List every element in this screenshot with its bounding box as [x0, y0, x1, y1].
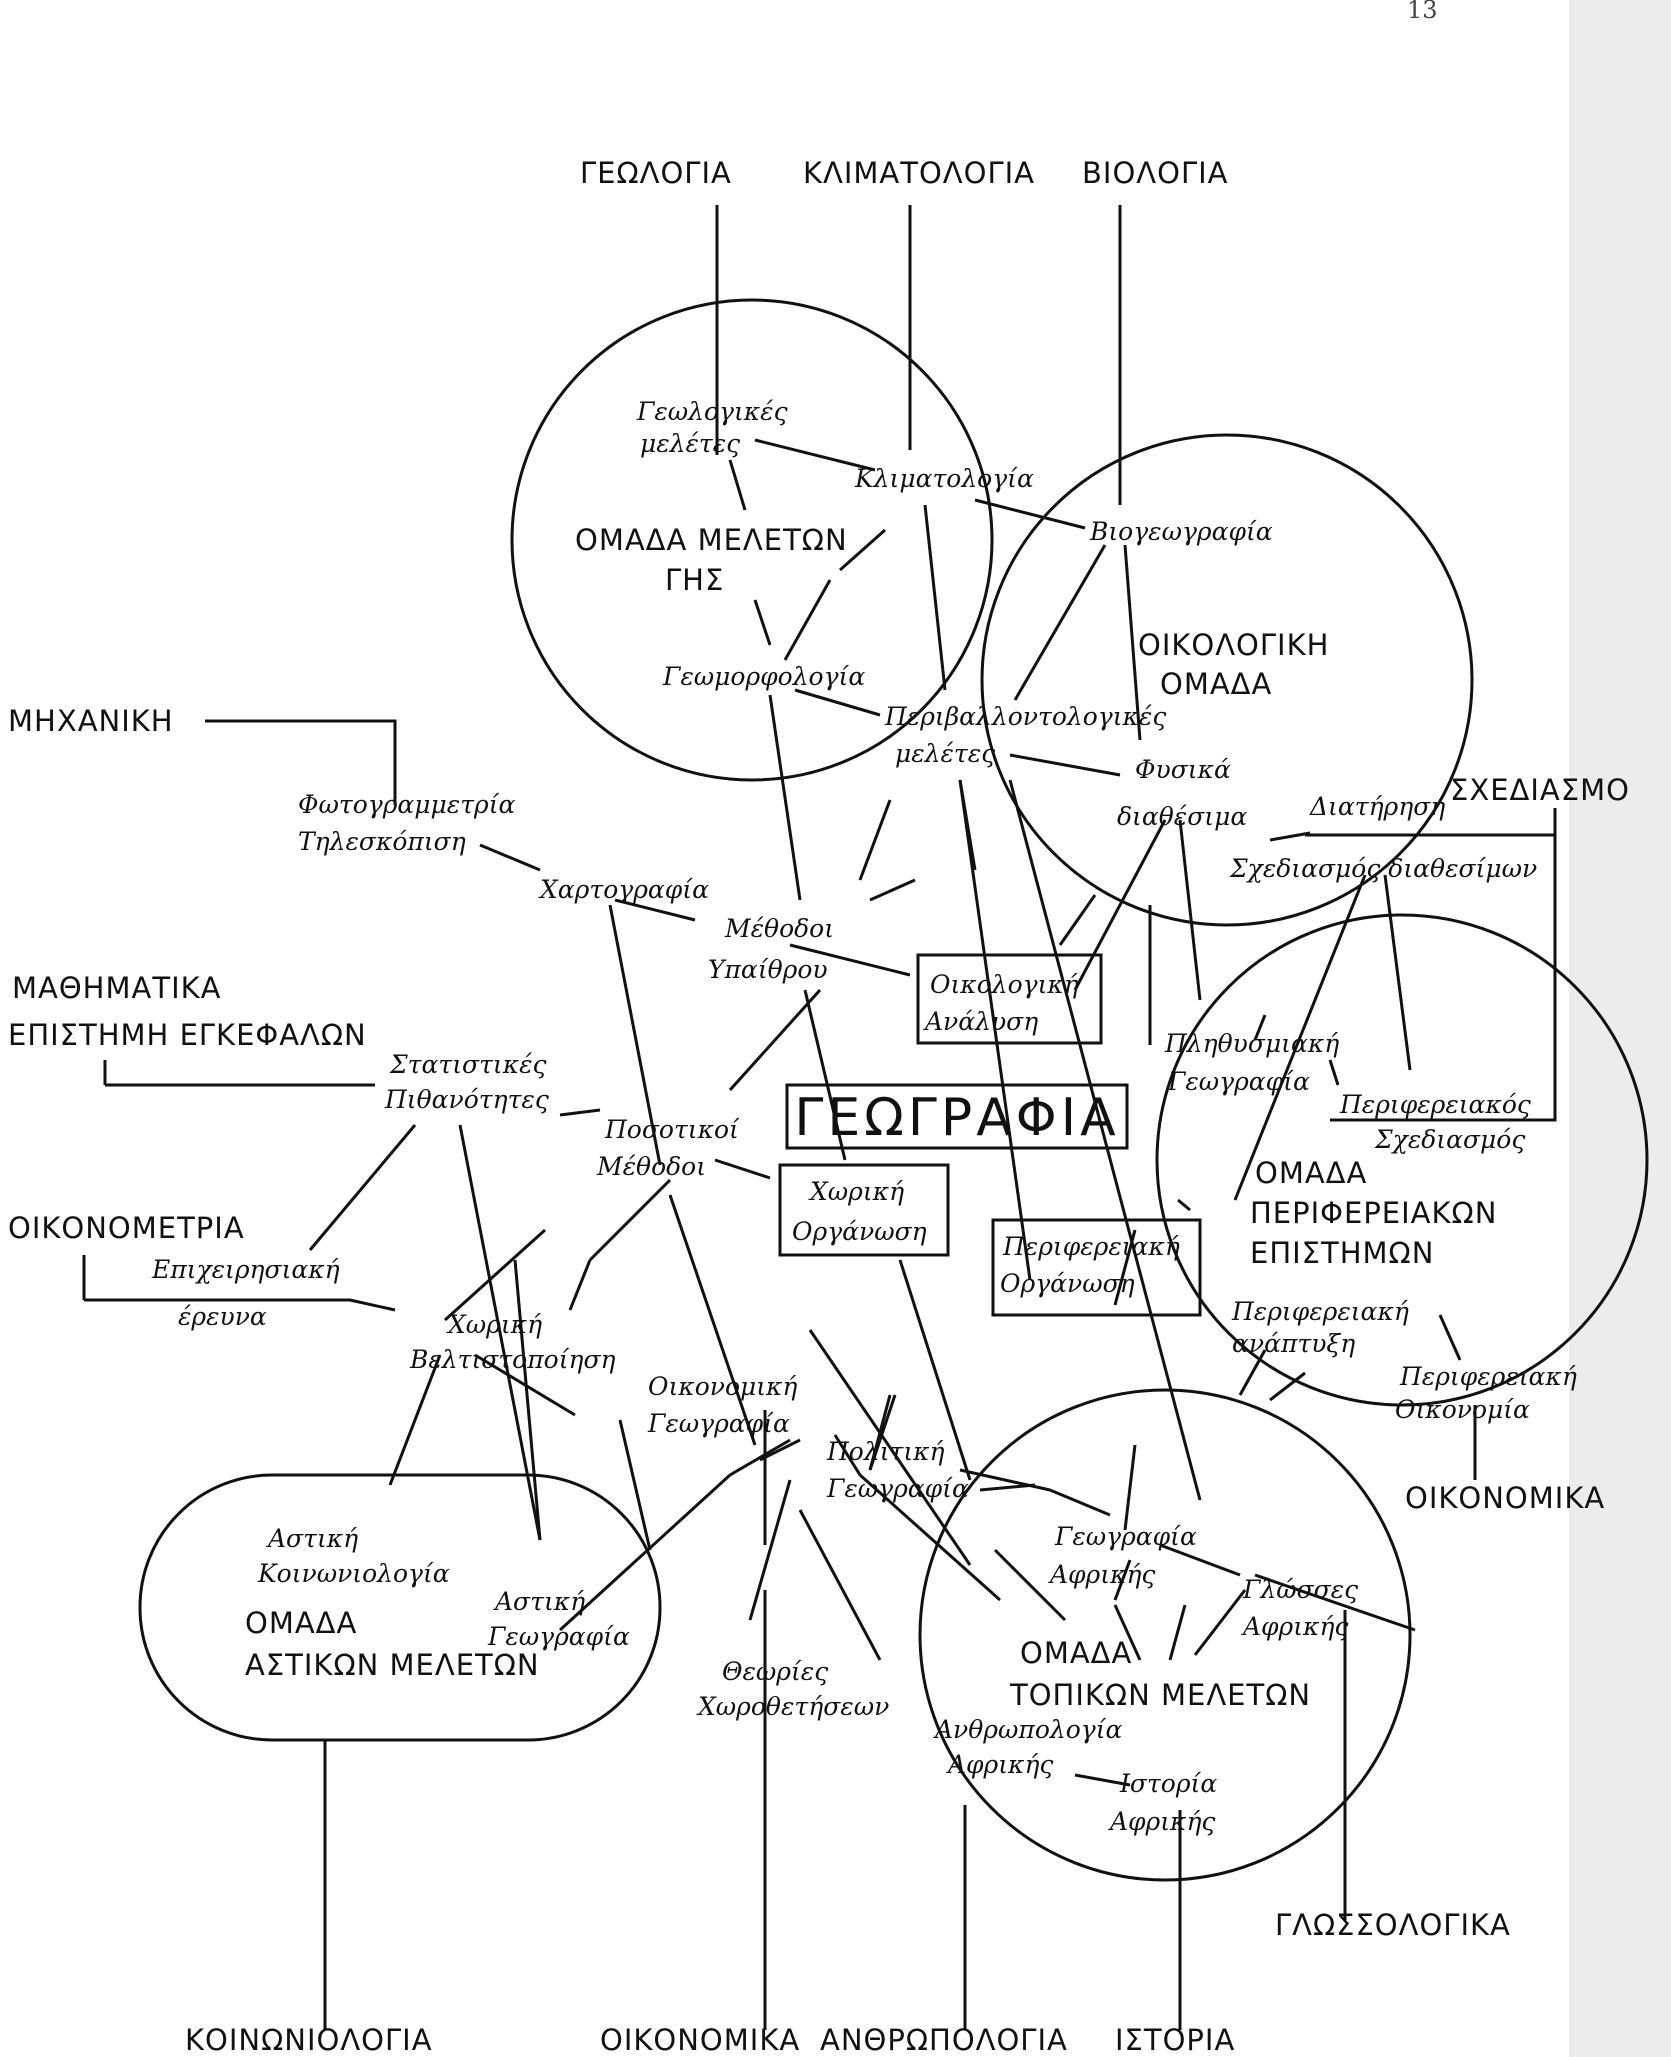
central-title: ΓΕΩΓΡΑΦΙΑ [794, 1088, 1119, 1148]
group-shapes [138, 298, 1649, 1882]
topic-regional-planning-line2: Σχεδιασμός [1374, 1125, 1525, 1154]
topic-regional-development-line1: Περιφερειακή [1231, 1297, 1409, 1326]
topic-urban-geography-line1: Αστική [493, 1587, 585, 1616]
regional-group-label-line1: ΟΜΑΔΑ [1255, 1156, 1367, 1190]
topic-cartography: Χαρτογραφία [538, 875, 709, 904]
economics-bottom-label: ΟΙΚΟΝΟΜΙΚΑ [600, 2023, 800, 2057]
topic-regional-organization-line1: Περιφερειακή [1002, 1232, 1180, 1261]
urban-group-label-line1: ΟΜΑΔΑ [245, 1606, 357, 1640]
sociology-label: ΚΟΙΝΩΝΙΟΛΟΓΙΑ [185, 2023, 433, 2057]
topic-political-geography-line1: Πολιτική [826, 1437, 945, 1466]
topic-quantitative-methods-line2: Μέθοδοι [596, 1152, 706, 1181]
topic-resource-conservation: Διατήρηση [1309, 792, 1445, 821]
ecological-group-label-line1: ΟΙΚΟΛΟΓΙΚΗ [1138, 628, 1329, 662]
topic-regional-development-line2: ανάπτυξη [1232, 1329, 1355, 1358]
topic-photogrammetry-line1: Φωτογραμμετρία [298, 790, 516, 819]
topic-population-geography-line1: Πληθυσμιακή [1164, 1029, 1339, 1058]
ecological-group-circle [980, 433, 1474, 927]
topic-biogeography: Βιογεωγραφία [1089, 517, 1273, 546]
brain-science-label: ΕΠΙΣΤΗΜΗ ΕΓΚΕΦΑΛΩΝ [8, 1018, 367, 1052]
local-group-circle [918, 1388, 1412, 1882]
topic-political-geography-line2: Γεωγραφία [826, 1474, 969, 1503]
topic-climatology: Κλιματολογία [854, 464, 1034, 493]
earth-group-circle [510, 298, 994, 782]
topic-location-theories-line2: Χωροθετήσεων [696, 1692, 889, 1721]
topic-business-research-line2: έρευνα [178, 1302, 267, 1331]
engineering-label: ΜΗΧΑΝΙΚΗ [8, 704, 174, 738]
topic-spatial-optimization-line1: Χωρική [446, 1310, 542, 1339]
topic-urban-sociology-line2: Κοινωνιολογία [257, 1559, 450, 1588]
economics-right-label: ΟΙΚΟΝΟΜΙΚΑ [1405, 1481, 1605, 1515]
topic-environmental-studies-line1: Περιβαλλοντολογικές [884, 702, 1166, 731]
topic-urban-geography-line2: Γεωγραφία [487, 1622, 630, 1651]
topic-regional-economics-line1: Περιφερειακή [1399, 1362, 1577, 1391]
regional-group-circle [1155, 913, 1649, 1407]
topic-natural-resources-line2: διαθέσιμα [1117, 802, 1247, 831]
earth-group-label-line1: ΟΜΑΔΑ ΜΕΛΕΤΩΝ [575, 523, 848, 557]
topic-africa-history-line1: Ιστορία [1119, 1769, 1217, 1798]
earth-group-label-line2: ΓΗΣ [665, 563, 724, 597]
page-number: 13 [1407, 0, 1438, 24]
spatial-organization-box [778, 1163, 950, 1257]
topic-statistics-line2: Πιθανότητες [384, 1085, 549, 1114]
discipline-labels: ΓΕΩΛΟΓΙΑ ΚΛΙΜΑΤΟΛΟΓΙΑ ΒΙΟΛΟΓΙΑ ΜΗΧΑΝΙΚΗ … [8, 156, 1630, 2057]
connection-lines [82, 205, 1557, 2030]
anthropology-label: ΑΝΘΡΩΠΟΛΟΓΙΑ [820, 2023, 1068, 2057]
topic-africa-geography-line2: Αφρικής [1048, 1560, 1155, 1589]
history-label: ΙΣΤΟΡΙΑ [1115, 2023, 1235, 2057]
topic-regional-organization-line2: Οργάνωση [1000, 1269, 1135, 1298]
linguistics-label: ΓΛΩΣΣΟΛΟΓΙΚΑ [1275, 1908, 1511, 1942]
central-title-frame [785, 1083, 1129, 1150]
topic-spatial-organization-line2: Οργάνωση [792, 1217, 927, 1246]
topic-field-methods-line2: Υπαίθρου [708, 955, 828, 984]
topic-geological-studies-line2: μελέτες [640, 429, 740, 458]
group-labels: ΟΜΑΔΑ ΜΕΛΕΤΩΝ ΓΗΣ ΟΙΚΟΛΟΓΙΚΗ ΟΜΑΔΑ ΟΜΑΔΑ… [245, 523, 1497, 1712]
topic-ecological-analysis-line2: Ανάλυση [923, 1007, 1038, 1036]
topic-geological-studies-line1: Γεωλογικές [636, 397, 788, 426]
topic-africa-languages-line1: Γλώσσες [1242, 1575, 1358, 1604]
topic-photogrammetry-line2: Τηλεσκόπιση [298, 827, 466, 856]
planning-label: ΣΧΕΔΙΑΣΜΟ [1450, 773, 1630, 807]
topic-spatial-optimization-line2: Βελτιστοποίηση [409, 1345, 616, 1374]
topic-africa-geography-line1: Γεωγραφία [1054, 1522, 1197, 1551]
topic-ecological-analysis-line1: Οικολογική [930, 970, 1079, 999]
climatology-label: ΚΛΙΜΑΤΟΛΟΓΙΑ [803, 156, 1035, 190]
topic-africa-history-line2: Αφρικής [1108, 1807, 1215, 1836]
topic-africa-anthropology-line1: Ανθρωπολογία [933, 1715, 1123, 1744]
topic-regional-economics-line2: Οικονομία [1395, 1395, 1530, 1424]
topic-labels: Γεωλογικές μελέτες Κλιματολογία Βιογεωγρ… [151, 397, 1577, 1836]
topic-regional-planning-line1: Περιφερειακός [1339, 1090, 1531, 1119]
ecological-analysis-box [916, 953, 1103, 1045]
biology-label: ΒΙΟΛΟΓΙΑ [1082, 156, 1229, 190]
topic-geomorphology: Γεωμορφολογία [662, 662, 865, 691]
local-group-label-line1: ΟΜΑΔΑ [1020, 1636, 1132, 1670]
topic-field-methods-line1: Μέθοδοι [724, 914, 834, 943]
topic-natural-resources-line1: Φυσικά [1135, 755, 1231, 784]
mathematics-label: ΜΑΘΗΜΑΤΙΚΑ [12, 971, 221, 1005]
topic-location-theories-line1: Θεωρίες [722, 1657, 828, 1686]
topic-business-research-line1: Επιχειρησιακή [151, 1255, 340, 1284]
local-group-label-line2: ΤΟΠΙΚΩΝ ΜΕΛΕΤΩΝ [1009, 1678, 1311, 1712]
urban-group-label-line2: ΑΣΤΙΚΩΝ ΜΕΛΕΤΩΝ [245, 1648, 540, 1682]
regional-organization-box [991, 1218, 1202, 1317]
topic-environmental-studies-line2: μελέτες [895, 739, 995, 768]
topic-spatial-organization-line1: Χωρική [808, 1177, 904, 1206]
topic-urban-sociology-line1: Αστική [266, 1524, 358, 1553]
topic-population-geography-line2: Γεωγραφία [1167, 1067, 1310, 1096]
topic-africa-anthropology-line2: Αφρικής [946, 1750, 1053, 1779]
urban-group-capsule [138, 1473, 662, 1742]
regional-group-label-line2: ΠΕΡΙΦΕΡΕΙΑΚΩΝ [1250, 1196, 1497, 1230]
scan-margin [1569, 0, 1671, 2057]
econometrics-label: ΟΙΚΟΝΟΜΕΤΡΙΑ [8, 1211, 245, 1245]
topic-resource-planning: Σχεδιασμός διαθεσίμων [1229, 854, 1537, 883]
regional-group-label-line3: ΕΠΙΣΤΗΜΩΝ [1250, 1236, 1434, 1270]
geology-label: ΓΕΩΛΟΓΙΑ [580, 156, 732, 190]
ecological-group-label-line2: ΟΜΑΔΑ [1160, 667, 1272, 701]
topic-economic-geography-line2: Γεωγραφία [647, 1409, 790, 1438]
topic-africa-languages-line2: Αφρικής [1241, 1612, 1348, 1641]
topic-quantitative-methods-line1: Ποσοτικοί [604, 1115, 740, 1144]
topic-economic-geography-line1: Οικονομική [648, 1372, 797, 1401]
topic-statistics-line1: Στατιστικές [389, 1050, 547, 1079]
